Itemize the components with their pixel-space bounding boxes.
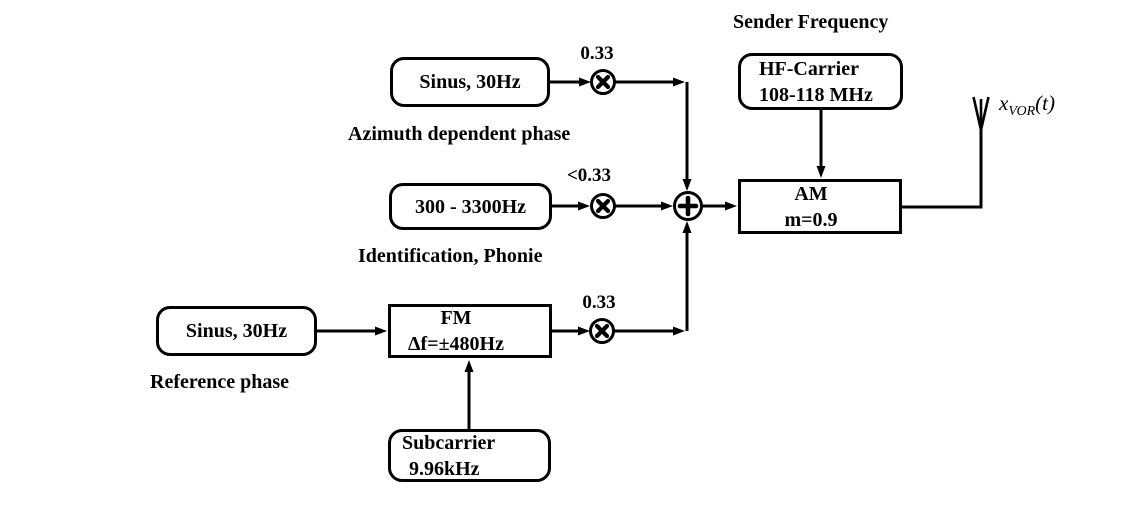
output-signal-symbol: x — [999, 91, 1009, 115]
block-ref-source-label: Sinus, 30Hz — [185, 320, 288, 342]
block-hf-line1: HF-Carrier — [759, 57, 859, 80]
gain-azimuth-value: 0.33 — [580, 43, 614, 64]
output-signal-subscript: VOR — [1008, 104, 1036, 120]
antenna-icon — [972, 96, 990, 131]
block-am-line2: m=0.9 — [784, 208, 838, 231]
block-subcarrier-line1: Subcarrier — [402, 431, 496, 454]
arrow-ref-to-fm — [317, 326, 387, 336]
block-fm-line2: Δf=±480Hz — [407, 333, 504, 355]
arrow-azimuth-multiplier-to-adder — [615, 77, 692, 191]
block-fm-line1: FM — [440, 307, 472, 329]
block-ident-source: 300 - 3300Hz — [389, 183, 552, 230]
output-signal-label: xVOR(t) — [999, 91, 1055, 120]
output-signal-argument: (t) — [1035, 91, 1055, 115]
am-to-antenna-line — [902, 130, 983, 209]
arrow-azimuth-to-multiplier — [550, 77, 591, 87]
arrow-subcarrier-to-fm — [464, 360, 474, 429]
block-subcarrier: Subcarrier 9.96kHz — [388, 429, 551, 482]
arrow-hf-to-am — [816, 110, 826, 178]
arrow-ident-to-multiplier — [552, 201, 590, 211]
block-subcarrier-line2: 9.96kHz — [409, 457, 480, 480]
block-azimuth-source-label: Sinus, 30Hz — [419, 71, 521, 93]
gain-identification-value: <0.33 — [566, 165, 612, 186]
block-ref-source: Sinus, 30Hz — [156, 306, 317, 356]
block-azimuth-source: Sinus, 30Hz — [390, 57, 550, 107]
identification-phonie-label: Identification, Phonie — [358, 245, 543, 267]
sender-frequency-title: Sender Frequency — [733, 11, 889, 33]
multiplier-icon-azimuth — [590, 69, 616, 95]
block-ident-source-label: 300 - 3300Hz — [414, 195, 527, 218]
arrow-adder-to-am — [702, 201, 737, 211]
block-am-line1: AM — [794, 182, 828, 205]
arrow-ref-multiplier-to-adder — [614, 221, 692, 336]
arrow-ident-multiplier-to-adder — [615, 201, 673, 211]
arrow-fm-to-multiplier — [552, 326, 590, 336]
azimuth-phase-label: Azimuth dependent phase — [348, 123, 571, 145]
block-hf-line2: 108-118 MHz — [759, 83, 873, 106]
block-hf-carrier: HF-Carrier 108-118 MHz — [738, 53, 903, 110]
adder-icon — [673, 191, 703, 221]
block-am-modulator: AM m=0.9 — [738, 179, 902, 234]
multiplier-icon-ident — [590, 193, 616, 219]
multiplier-icon-ref — [589, 318, 615, 344]
reference-phase-label: Reference phase — [150, 371, 290, 393]
block-fm-modulator: FM Δf=±480Hz — [388, 304, 552, 358]
gain-reference-value: 0.33 — [582, 292, 616, 313]
